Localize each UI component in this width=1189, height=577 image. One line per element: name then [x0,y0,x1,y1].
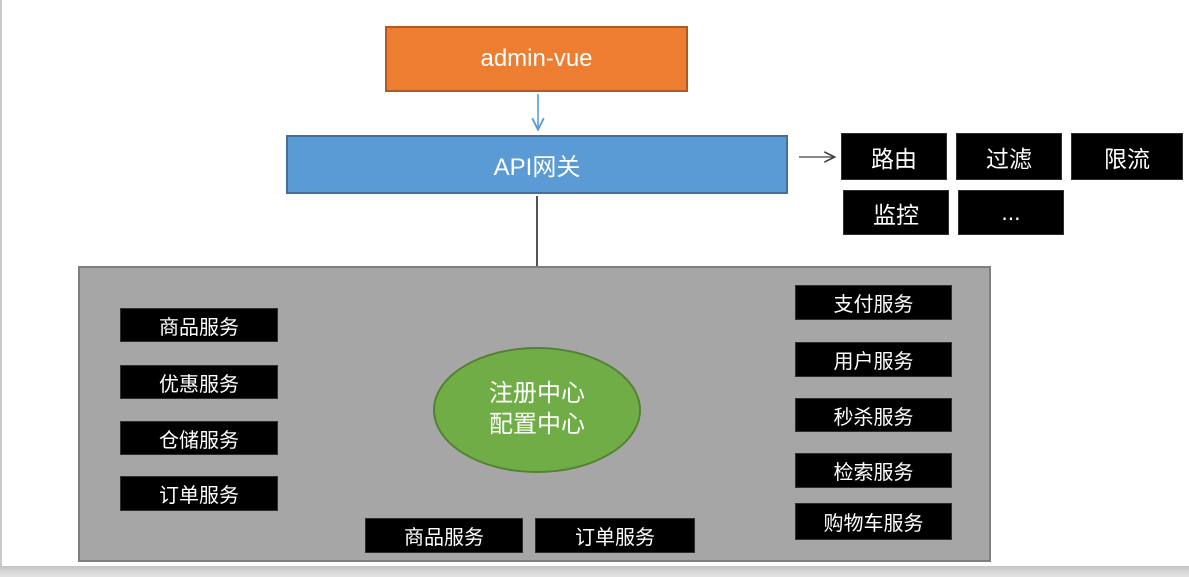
service-box-payment: 支付服务 [795,285,952,320]
feature-box-filter-label: 过滤 [986,145,1032,172]
service-box-product-left: 商品服务 [120,308,278,342]
service-box-cart-label: 购物车服务 [823,513,924,535]
service-box-user-label: 用户服务 [833,351,914,373]
node-api-gateway-label: API网关 [493,154,581,181]
feature-box-rate-limit: 限流 [1071,133,1183,180]
feature-box-rate-limit-label: 限流 [1104,145,1150,172]
node-registry-config-center: 注册中心 配置中心 [433,347,641,473]
feature-box-monitor-label: 监控 [873,201,919,228]
window-bottom-edge [0,566,1189,577]
service-box-product-bottom-label: 商品服务 [404,527,484,549]
node-admin-vue-label: admin-vue [480,45,593,72]
feature-box-monitor: 监控 [843,190,949,235]
service-box-payment-label: 支付服务 [833,294,914,316]
node-admin-vue: admin-vue [385,26,688,92]
registry-line2: 配置中心 [489,411,585,438]
service-box-warehouse: 仓储服务 [120,421,278,455]
feature-box-ellipsis: ... [958,190,1064,235]
service-box-user: 用户服务 [795,342,952,377]
service-box-cart: 购物车服务 [795,503,952,540]
registry-line1: 注册中心 [489,380,585,408]
feature-box-filter: 过滤 [956,133,1062,180]
window-left-border [0,0,2,566]
feature-box-ellipsis-label: ... [1001,199,1021,225]
service-box-seckill-label: 秒杀服务 [833,406,914,429]
node-api-gateway: API网关 [286,135,788,194]
service-box-order-left-label: 订单服务 [159,485,239,507]
service-box-order-bottom-label: 订单服务 [575,527,655,549]
feature-box-routing-label: 路由 [871,145,917,172]
service-box-product-left-label: 商品服务 [159,316,239,339]
service-box-seckill: 秒杀服务 [795,398,952,432]
service-box-search: 检索服务 [795,453,952,488]
service-box-coupon: 优惠服务 [120,365,278,399]
service-box-order-bottom: 订单服务 [535,518,695,553]
service-box-product-bottom: 商品服务 [365,518,523,553]
service-box-search-label: 检索服务 [833,462,914,484]
service-box-order-left: 订单服务 [120,476,278,511]
service-box-coupon-label: 优惠服务 [159,373,239,396]
service-box-warehouse-label: 仓储服务 [159,429,239,452]
feature-box-routing: 路由 [841,133,947,180]
